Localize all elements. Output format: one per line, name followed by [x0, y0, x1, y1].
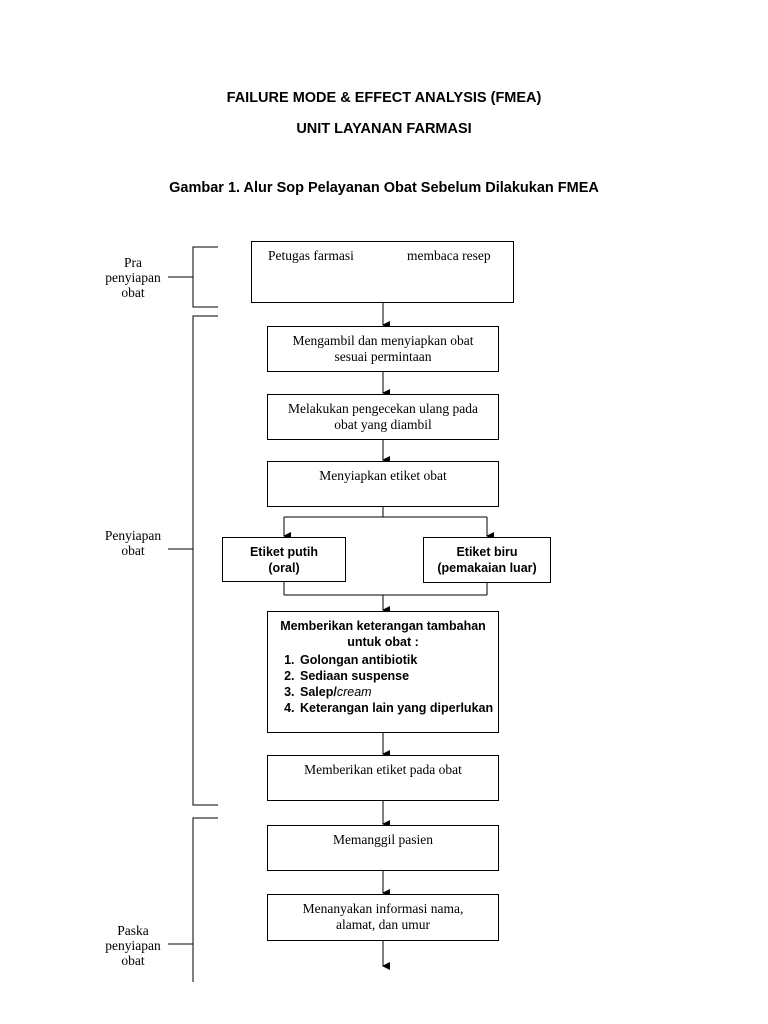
step-ambil-obat: Mengambil dan menyiapkan obat sesuai per…	[267, 326, 499, 372]
bracket-penyiapan	[192, 315, 218, 806]
bracket-pra	[192, 246, 218, 308]
step-keterangan-tambahan: Memberikan keterangan tambahan untuk oba…	[267, 611, 499, 733]
bracket-paska	[192, 817, 218, 982]
step-baca-resep-actor: Petugas farmasi	[268, 248, 354, 263]
step-etiket-putih: Etiket putih (oral)	[222, 537, 346, 582]
figure-caption: Gambar 1. Alur Sop Pelayanan Obat Sebelu…	[169, 180, 599, 196]
phase-label-paska: Paska penyiapan obat	[105, 923, 161, 968]
step-etiket-biru: Etiket biru (pemakaian luar)	[423, 537, 551, 583]
step-siapkan-etiket: Menyiapkan etiket obat	[267, 461, 499, 507]
keterangan-list: Golongan antibiotik Sediaan suspense Sal…	[268, 652, 498, 716]
phase-label-penyiapan: Penyiapan obat	[104, 528, 162, 558]
phase-label-pra: Pra penyiapan obat	[105, 255, 161, 300]
document-title: FAILURE MODE & EFFECT ANALYSIS (FMEA)	[226, 90, 542, 106]
keterangan-item-3: Salep/cream	[298, 684, 498, 700]
step-baca-resep-action: membaca resep	[407, 248, 491, 263]
step-cek-ulang: Melakukan pengecekan ulang pada obat yan…	[267, 394, 499, 440]
keterangan-item-2: Sediaan suspense	[298, 668, 498, 684]
step-baca-resep: Petugas farmasi membaca resep	[251, 241, 514, 303]
step-panggil-pasien: Memanggil pasien	[267, 825, 499, 871]
keterangan-item-4: Keterangan lain yang diperlukan	[298, 700, 498, 716]
step-beri-etiket: Memberikan etiket pada obat	[267, 755, 499, 801]
keterangan-item-1: Golongan antibiotik	[298, 652, 498, 668]
document-subtitle: UNIT LAYANAN FARMASI	[296, 121, 472, 137]
step-tanya-info: Menanyakan informasi nama, alamat, dan u…	[267, 894, 499, 941]
